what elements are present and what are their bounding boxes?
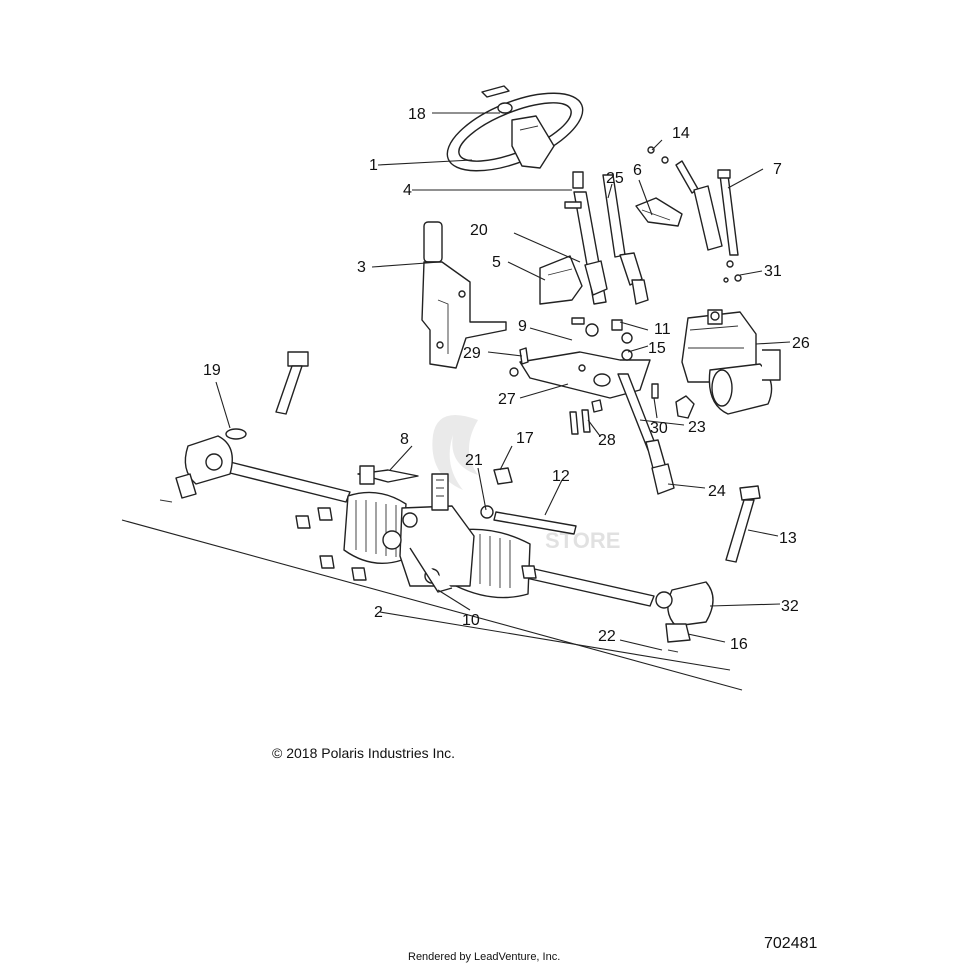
callout-27: 27 xyxy=(498,391,516,408)
steering-column-bracket[interactable] xyxy=(421,221,507,369)
callout-10: 10 xyxy=(462,612,480,629)
copyright-notice: © 2018 Polaris Industries Inc. xyxy=(272,745,455,761)
callout-23: 23 xyxy=(688,419,706,436)
callout-29: 29 xyxy=(463,345,481,362)
callout-6: 6 xyxy=(633,162,642,179)
callout-32: 32 xyxy=(781,598,799,615)
watermark: STORE xyxy=(432,415,620,553)
bolt-13[interactable] xyxy=(725,485,761,563)
power-steering-unit[interactable] xyxy=(681,309,781,415)
callout-31: 31 xyxy=(764,263,782,280)
callout-18: 18 xyxy=(408,106,426,123)
tie-rod-end-right[interactable] xyxy=(655,581,714,653)
boundary-line xyxy=(121,519,743,691)
callout-16: 16 xyxy=(730,636,748,653)
callout-11: 11 xyxy=(654,321,671,338)
callout-28: 28 xyxy=(598,432,616,449)
callout-13: 13 xyxy=(779,530,797,547)
callout-8: 8 xyxy=(400,431,409,448)
rack-hardware[interactable] xyxy=(295,465,577,581)
callout-7: 7 xyxy=(773,161,782,178)
callout-21: 21 xyxy=(465,452,483,469)
small-hardware[interactable] xyxy=(509,146,695,435)
column-boot[interactable] xyxy=(539,255,583,305)
steering-rack[interactable] xyxy=(225,461,655,607)
callout-3: 3 xyxy=(357,259,366,276)
mounting-plate[interactable] xyxy=(519,351,651,399)
callout-25: 25 xyxy=(606,170,624,187)
leader-lines xyxy=(215,112,791,671)
callout-26: 26 xyxy=(792,335,810,352)
callout-9: 9 xyxy=(518,318,527,335)
rendered-by: Rendered by LeadVenture, Inc. xyxy=(408,951,560,963)
callout-1: 1 xyxy=(369,157,378,174)
callout-12: 12 xyxy=(552,468,570,485)
callout-20: 20 xyxy=(470,222,488,239)
bolt-19[interactable] xyxy=(225,351,309,440)
callout-labels: 1 2 3 4 5 6 7 8 9 10 11 12 13 14 15 16 1… xyxy=(203,106,810,653)
callout-5: 5 xyxy=(492,254,501,271)
tie-rod-end-left[interactable] xyxy=(159,435,233,503)
callout-14: 14 xyxy=(672,125,690,142)
callout-30: 30 xyxy=(650,420,668,437)
diagram-number: 702481 xyxy=(764,935,817,952)
callout-19: 19 xyxy=(203,362,221,379)
callout-17: 17 xyxy=(516,430,534,447)
intermediate-shaft[interactable] xyxy=(617,373,675,495)
callout-15: 15 xyxy=(648,340,666,357)
callout-22: 22 xyxy=(598,628,616,645)
steering-wheel[interactable] xyxy=(437,77,593,187)
callout-2: 2 xyxy=(374,604,383,621)
callout-24: 24 xyxy=(708,483,726,500)
steering-damper[interactable] xyxy=(675,160,742,283)
callout-4: 4 xyxy=(403,182,412,199)
watermark-text: STORE xyxy=(545,528,620,553)
